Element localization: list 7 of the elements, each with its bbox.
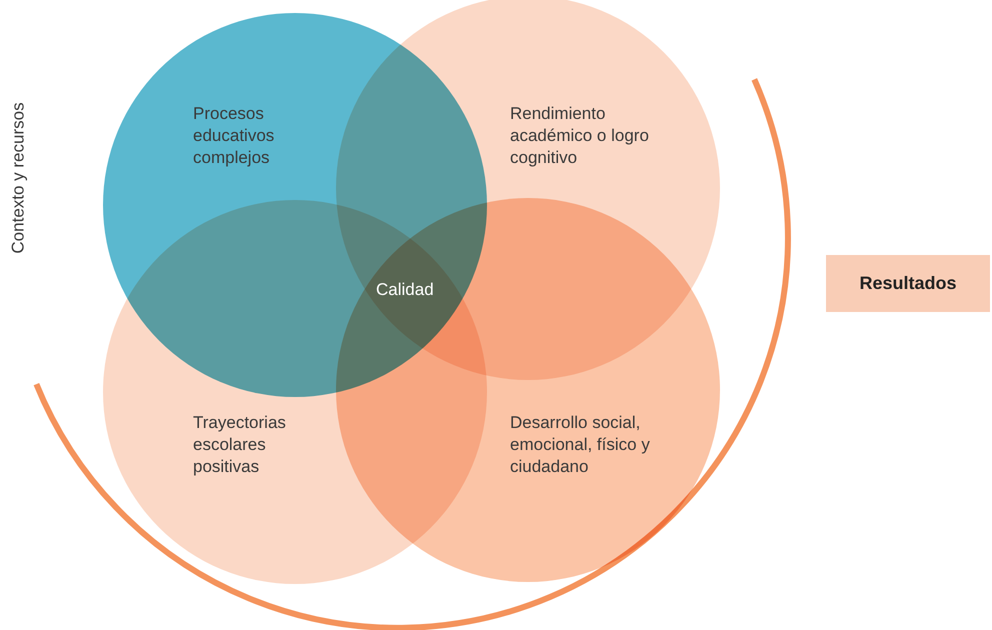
center-label: Calidad: [376, 280, 434, 300]
circle-label: Trayectorias escolares positivas: [193, 412, 287, 478]
side-label: Contexto y recursos: [8, 102, 28, 254]
circle-label: Desarrollo social, emocional, físico y ciudadano: [510, 412, 651, 478]
results-label: Resultados: [826, 255, 990, 312]
circle-label: Procesos educativos complejos: [193, 103, 276, 169]
circle-label: Rendimiento académico o logro cognitivo: [510, 103, 650, 169]
